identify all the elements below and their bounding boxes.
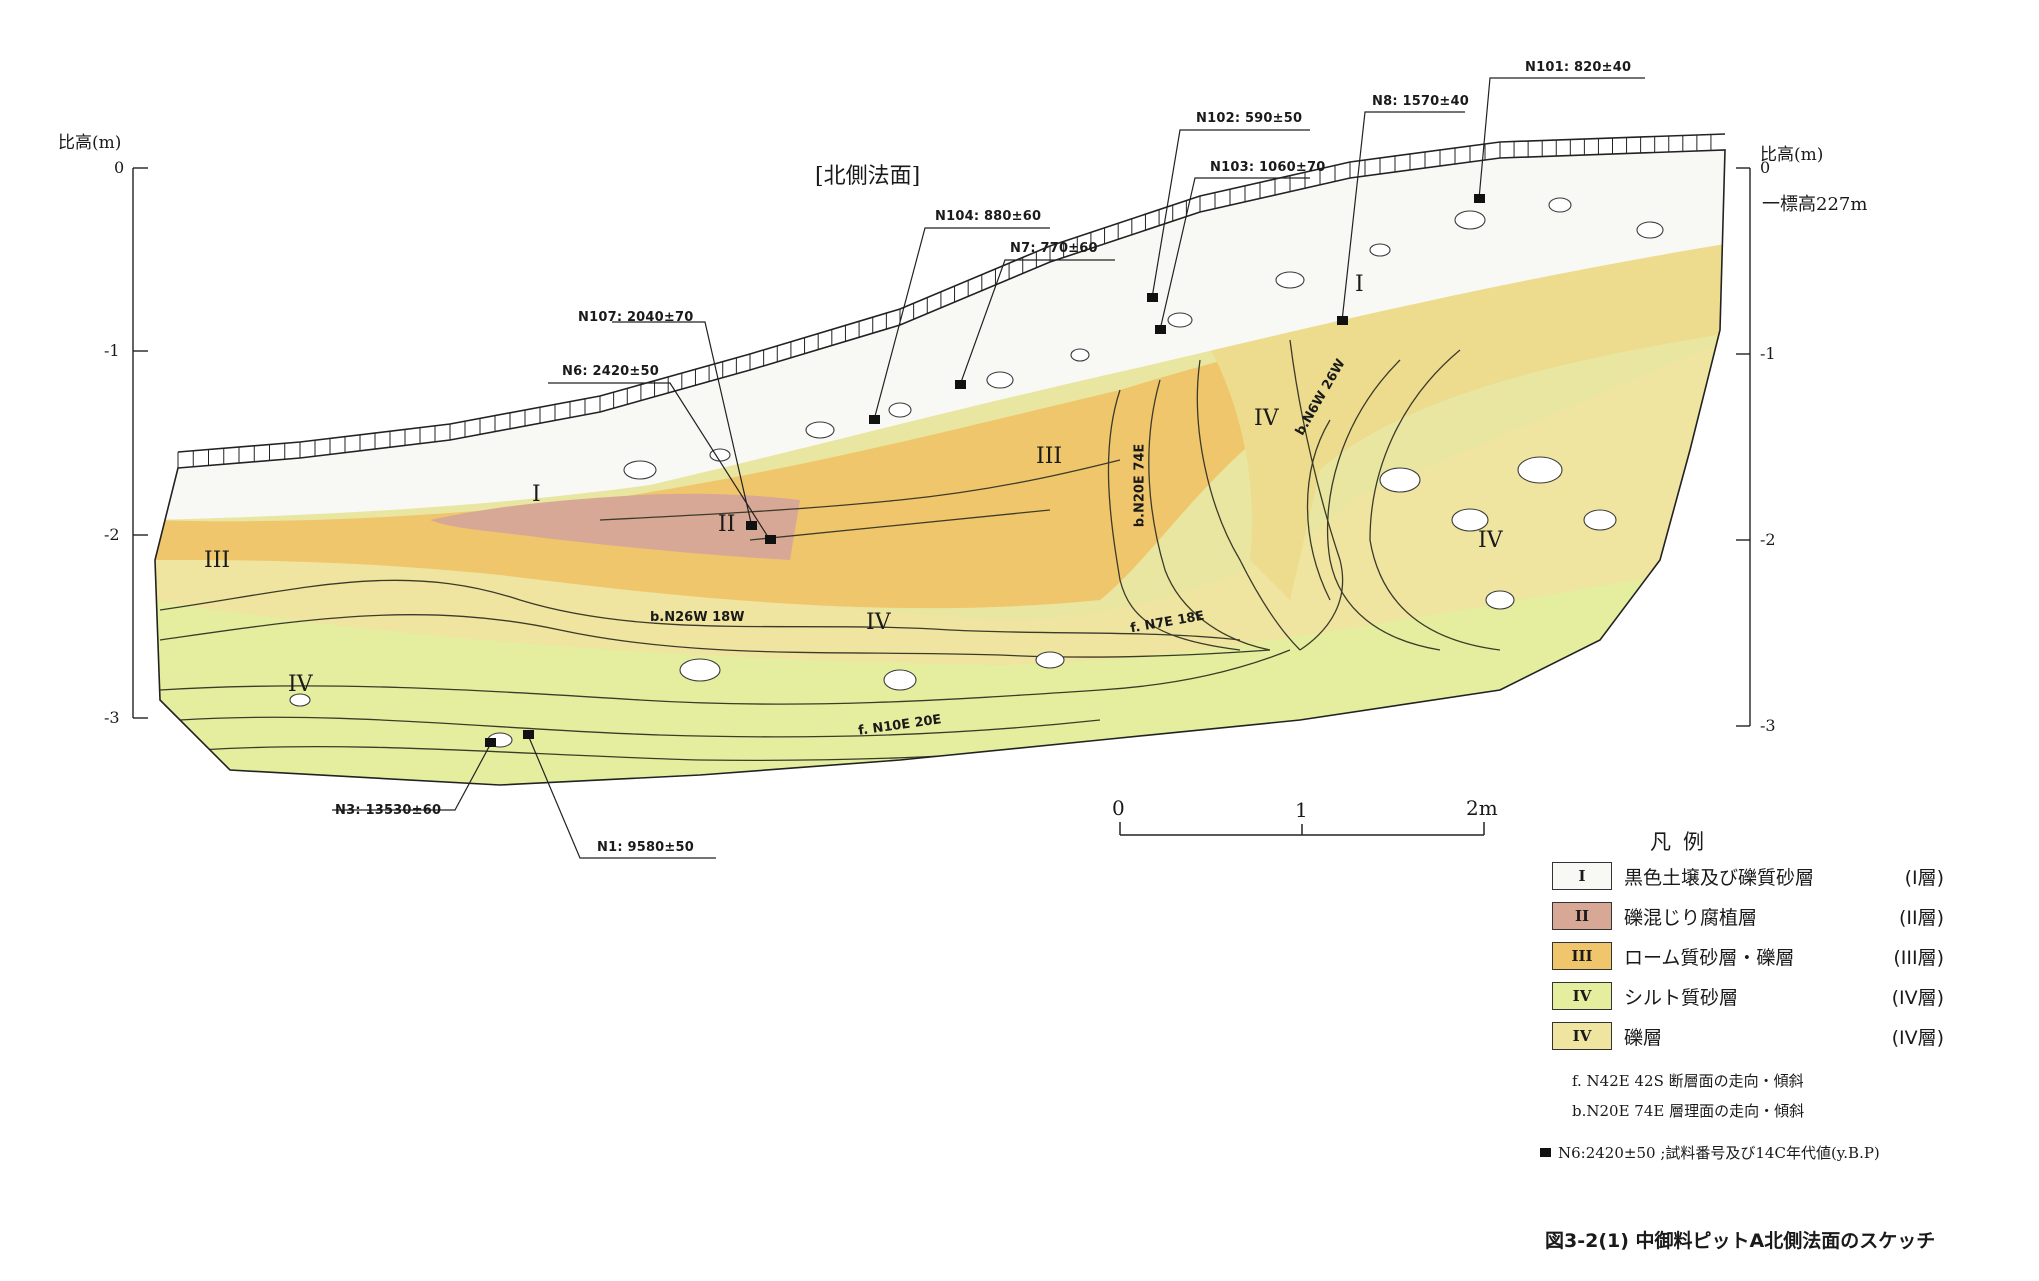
legend-text-ii: 礫混じり腐植層 (1624, 907, 1758, 929)
sample-label-n1: N1: 9580±50 (597, 840, 695, 855)
sample-label-n6: N6: 2420±50 (562, 364, 660, 379)
layer-label-iii-center: III (1036, 444, 1063, 469)
left-axis (132, 167, 148, 719)
right-axis-label: 比高(m) (1760, 145, 1824, 165)
layer-label-ii: II (718, 512, 736, 537)
legend-code-iv-gravel: (IV層) (1891, 1027, 1944, 1049)
layer-label-iv-center: IV (866, 610, 891, 635)
sample-label-n103: N103: 1060±70 (1210, 160, 1326, 175)
sample-marker-n104 (869, 415, 880, 424)
layer-iii-right-band (1200, 240, 1725, 600)
legend-swatch-iv-gravel: IV (1552, 1022, 1612, 1050)
legend-code-iii: (III層) (1893, 947, 1944, 969)
sample-marker-n103 (1155, 325, 1166, 334)
legend-text-iv-gravel: 礫層 (1624, 1027, 1663, 1049)
figure-caption: 図3-2(1) 中御料ピットA北側法面のスケッチ (1545, 1230, 1936, 1252)
legend-swatch-ii: II (1552, 902, 1612, 930)
right-tick-2: -2 (1760, 530, 1776, 549)
sample-marker-n102 (1147, 293, 1158, 302)
left-tick-1: -1 (104, 341, 120, 360)
legend-code-ii: (II層) (1898, 907, 1944, 929)
surface-hatching (177, 134, 1712, 468)
layer-label-i-left: I (532, 482, 541, 507)
left-tick-3: -3 (104, 708, 120, 727)
legend-text-iii: ローム質砂層・礫層 (1624, 947, 1795, 969)
sample-marker-n101 (1474, 194, 1485, 203)
layer-label-iv-left: IV (288, 672, 313, 697)
left-tick-2: -2 (104, 525, 120, 544)
sample-label-n7: N7: 770±60 (1010, 241, 1098, 256)
bedding-label-n26w: b.N26W 18W (650, 610, 745, 625)
legend-swatch-iv-silt: IV (1552, 982, 1612, 1010)
legend-title: 凡例 (1650, 830, 1716, 854)
sample-marker-n6 (765, 535, 776, 544)
layer-label-iii-left: III (204, 548, 231, 573)
face-title: [北側法面] (815, 164, 921, 189)
legend-code-iv-silt: (IV層) (1891, 987, 1944, 1009)
scale-tick-1: 1 (1295, 798, 1308, 822)
sample-marker-n7 (955, 380, 966, 389)
legend-note-sample: N6:2420±50 ;試料番号及び14C年代値(y.B.P) (1558, 1144, 1880, 1162)
legend-item-iv-gravel: IV 礫層 (IV層) (1552, 1022, 1952, 1052)
sample-label-n104: N104: 880±60 (935, 209, 1042, 224)
right-tick-0: 0 (1760, 158, 1771, 177)
scale-tick-0: 0 (1112, 796, 1125, 820)
right-tick-1: -1 (1760, 344, 1776, 363)
scale-bar (1119, 822, 1485, 836)
sample-marker-n1 (523, 730, 534, 739)
legend-swatch-iii: III (1552, 942, 1612, 970)
sample-leaders (332, 77, 1645, 859)
right-axis (1736, 167, 1751, 727)
sample-label-n102: N102: 590±50 (1196, 111, 1303, 126)
layer-ii-area (430, 493, 800, 560)
layer-label-i-right: I (1355, 272, 1364, 297)
legend-sample-marker (1540, 1148, 1551, 1157)
legend-item-i: I 黒色土壌及び礫質砂層 (I層) (1552, 862, 1952, 892)
left-axis-label: 比高(m) (58, 133, 122, 153)
sample-label-n3: N3: 13530±60 (335, 803, 442, 818)
legend-text-iv-silt: シルト質砂層 (1624, 987, 1739, 1009)
legend-code-i: (I層) (1904, 867, 1944, 889)
legend-text-i: 黒色土壌及び礫質砂層 (1624, 867, 1815, 889)
right-tick-3: -3 (1760, 716, 1776, 735)
section-body (155, 150, 1725, 785)
legend-note-bedding: b.N20E 74E 層理面の走向・傾斜 (1572, 1102, 1805, 1120)
gravel-clasts (289, 197, 1664, 748)
sample-label-n8: N8: 1570±40 (1372, 94, 1470, 109)
bedding-label-n20e: b.N20E 74E (1132, 443, 1148, 528)
scale-tick-2: 2m (1466, 796, 1498, 820)
sample-label-n107: N107: 2040±70 (578, 310, 694, 325)
sample-marker-n8 (1337, 316, 1348, 325)
legend-item-iv-silt: IV シルト質砂層 (IV層) (1552, 982, 1952, 1012)
legend-item-iii: III ローム質砂層・礫層 (III層) (1552, 942, 1952, 972)
layer-label-iv-upper: IV (1254, 406, 1279, 431)
sample-label-n101: N101: 820±40 (1525, 60, 1632, 75)
sample-marker-n3 (485, 738, 496, 747)
elevation-note: 一標高227m (1762, 194, 1868, 215)
layer-label-iv-right: IV (1478, 528, 1503, 553)
legend-swatch-i: I (1552, 862, 1612, 890)
legend-item-ii: II 礫混じり腐植層 (II層) (1552, 902, 1952, 932)
legend-note-fault: f. N42E 42S 断層面の走向・傾斜 (1572, 1072, 1804, 1090)
sample-markers (485, 194, 1485, 747)
left-tick-0: 0 (114, 158, 125, 177)
sample-marker-n107 (746, 521, 757, 530)
